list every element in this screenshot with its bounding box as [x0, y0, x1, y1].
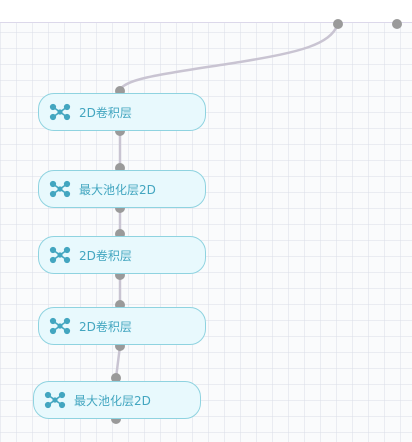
network-icon	[49, 103, 71, 121]
node-label: 2D卷积层	[79, 319, 132, 334]
node-4-input-port[interactable]	[115, 300, 125, 310]
upstream-output-port[interactable]	[333, 19, 343, 29]
edge-upstream-to-node-1	[118, 23, 340, 91]
upstream-node-edge	[0, 0, 412, 23]
workflow-node[interactable]: 2D卷积层	[38, 93, 206, 131]
node-label: 最大池化层2D	[79, 182, 156, 197]
node-1-input-port[interactable]	[115, 86, 125, 96]
node-5-input-port[interactable]	[111, 373, 121, 383]
node-2-input-port[interactable]	[115, 163, 125, 173]
node-2-output-port[interactable]	[115, 203, 125, 213]
node-label: 2D卷积层	[79, 105, 132, 120]
network-icon	[49, 180, 71, 198]
network-icon	[49, 317, 71, 335]
upstream-output-port-2[interactable]	[392, 19, 402, 29]
workflow-node[interactable]: 2D卷积层	[38, 307, 206, 345]
workflow-node[interactable]: 2D卷积层	[38, 236, 206, 274]
node-3-output-port[interactable]	[115, 270, 125, 280]
node-label: 最大池化层2D	[74, 393, 151, 408]
network-icon	[49, 246, 71, 264]
node-5-output-port[interactable]	[111, 414, 121, 424]
workflow-node[interactable]: 最大池化层2D	[33, 381, 201, 419]
node-label: 2D卷积层	[79, 248, 132, 263]
node-4-output-port[interactable]	[115, 341, 125, 351]
network-icon	[44, 391, 66, 409]
node-1-output-port[interactable]	[115, 126, 125, 136]
edge-node-4-to-node-5	[114, 345, 122, 379]
workflow-node[interactable]: 最大池化层2D	[38, 170, 206, 208]
node-3-input-port[interactable]	[115, 229, 125, 239]
